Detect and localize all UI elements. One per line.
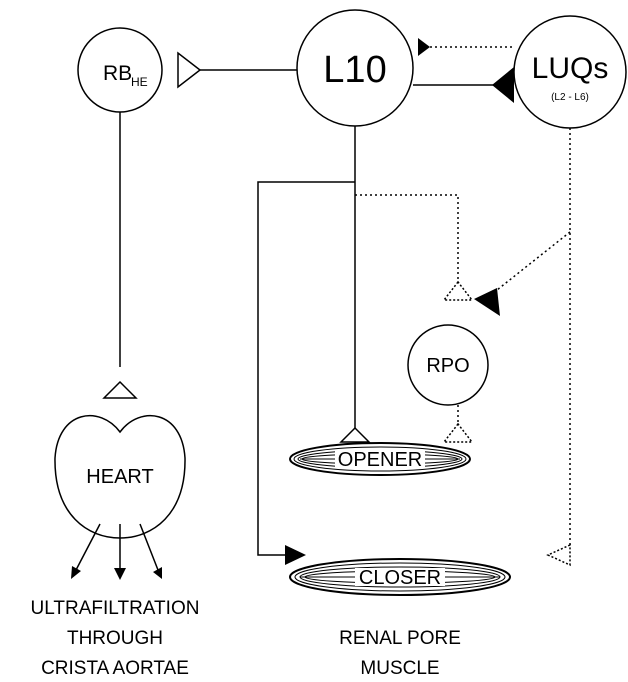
opener-muscle: OPENER <box>290 443 470 475</box>
output-arrow-left <box>76 524 100 570</box>
opener-synapse-open-dotted <box>444 424 472 442</box>
renal-pore-caption: RENAL PORE MUSCLE <box>339 628 461 679</box>
closer-muscle: CLOSER <box>290 559 510 595</box>
rpo-synapse-filled <box>474 288 500 316</box>
rbhe-synapse-open <box>178 53 200 87</box>
luqs-label: LUQs <box>532 52 609 85</box>
opener-label: OPENER <box>338 449 422 471</box>
luqs-sublabel: (L2 - L6) <box>551 92 589 103</box>
svg-text:RENAL PORE: RENAL PORE <box>339 628 461 649</box>
svg-text:THROUGH: THROUGH <box>67 628 163 649</box>
svg-text:CRISTA AORTAE: CRISTA AORTAE <box>41 658 189 679</box>
closer-synapse-open-dotted <box>548 545 570 565</box>
heart-synapse-open <box>104 382 136 398</box>
rbhe-subscript: HE <box>131 75 148 89</box>
rpo-label: RPO <box>426 355 469 377</box>
l10-to-closer-line <box>258 182 355 555</box>
closer-synapse-filled <box>285 545 306 565</box>
arrowhead-left <box>71 566 81 579</box>
closer-label: CLOSER <box>359 567 441 589</box>
ultrafiltration-caption: ULTRAFILTRATION THROUGH CRISTA AORTAE <box>31 598 200 679</box>
heart-label: HEART <box>86 466 153 488</box>
svg-text:ULTRAFILTRATION: ULTRAFILTRATION <box>31 598 200 619</box>
l10-label: L10 <box>323 49 386 91</box>
rbhe-label: RB <box>103 62 132 85</box>
rpo-synapse-open-dotted <box>444 282 472 300</box>
luqs-to-rpo-dotted-line <box>497 232 570 290</box>
l10-synapse-filled <box>418 38 430 56</box>
luqs-synapse-filled <box>492 67 514 103</box>
arrowhead-center <box>114 568 126 580</box>
svg-text:MUSCLE: MUSCLE <box>360 658 439 679</box>
l10-to-rpo-dotted-line <box>355 195 458 280</box>
opener-synapse-open <box>341 428 369 442</box>
